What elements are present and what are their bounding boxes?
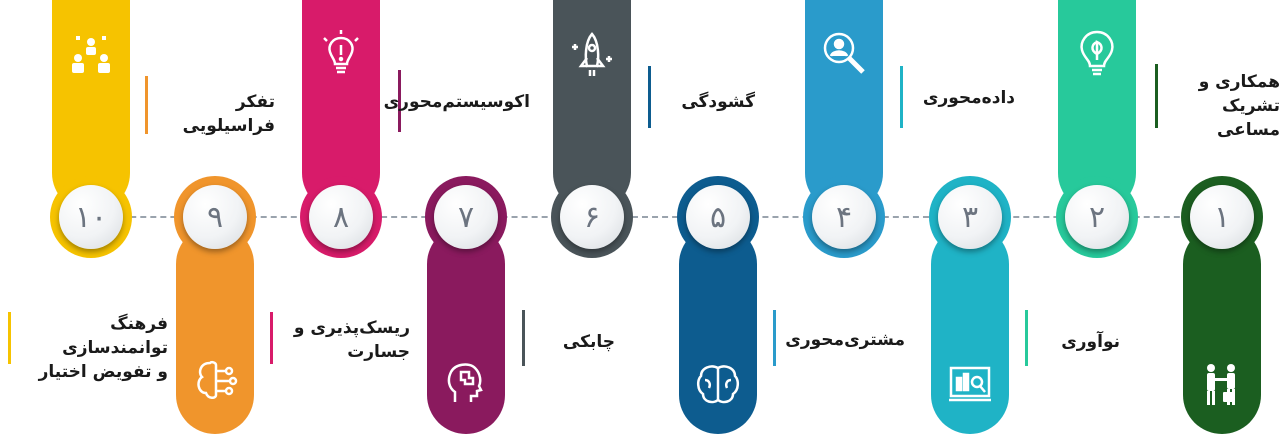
step-2-top-bar	[1155, 64, 1158, 128]
step-8-label-line1: ریسک‌پذیری و	[293, 318, 410, 338]
rocket-icon	[572, 32, 612, 76]
step-8-marker: ۸	[300, 176, 382, 258]
step-10-label-line2: و تفویض اختیار	[38, 362, 168, 382]
step-7-label: اکوسیستم‌محوری	[383, 92, 530, 112]
step-6-marker: ۶	[551, 176, 633, 258]
step-4-label: مشتری‌محوری	[785, 330, 905, 350]
step-7-accent-bar	[522, 310, 525, 366]
timeline-connector	[60, 216, 1230, 218]
brain-icon	[697, 365, 739, 404]
step-9-number: ۹	[183, 185, 247, 249]
step-1-pill	[1183, 225, 1261, 434]
step-2-marker: ۲	[1056, 176, 1138, 258]
step-1-number: ۱	[1190, 185, 1254, 249]
step-1-label-line2: تشریک مساعی	[1216, 96, 1280, 140]
step-6-number: ۶	[560, 185, 624, 249]
step-6-label: چابکی	[562, 332, 615, 352]
head-puzzle-icon	[447, 363, 483, 402]
idea-bulb-icon	[323, 30, 359, 74]
step-9-label: تفکر فراسیلویی	[182, 92, 275, 136]
step-8-number: ۸	[309, 185, 373, 249]
step-8-top-bar	[398, 70, 401, 132]
presentation-icon	[949, 366, 991, 402]
step-8-label: ریسک‌پذیری و جسارت	[280, 316, 410, 364]
step-7-pill	[427, 225, 505, 434]
step-5-accent-bar	[773, 310, 776, 366]
collaboration-icon	[1207, 364, 1235, 405]
step-5-number: ۵	[686, 185, 750, 249]
step-10-label: فرهنگ توانمندسازی و تفویض اختیار	[8, 312, 168, 384]
step-3-accent-bar	[1025, 310, 1028, 366]
step-5-marker: ۵	[677, 176, 759, 258]
step-6-top-bar	[648, 66, 651, 128]
step-3-marker: ۳	[929, 176, 1011, 258]
step-1-label: همکاری و تشریک مساعی	[1162, 70, 1280, 142]
step-1-marker: ۱	[1181, 176, 1263, 258]
step-2-label: نوآوری	[1061, 332, 1120, 352]
step-8-label-line2: جسارت	[347, 342, 410, 362]
step-3-number: ۳	[938, 185, 1002, 249]
step-2-number: ۲	[1065, 185, 1129, 249]
team-icon	[72, 36, 110, 73]
step-5-label: گشودگی	[681, 92, 755, 112]
step-4-number: ۴	[812, 185, 876, 249]
step-10-bottom-bar	[8, 312, 11, 364]
step-1-label-line1: همکاری و	[1198, 72, 1280, 92]
step-3-label: داده‌محوری	[922, 88, 1015, 108]
step-7-number: ۷	[434, 185, 498, 249]
step-10-marker: ۱۰	[50, 176, 132, 258]
step-9-pill	[176, 225, 254, 434]
ai-brain-icon	[197, 360, 238, 399]
step-9-accent-bar	[270, 312, 273, 364]
step-10-number: ۱۰	[59, 185, 123, 249]
step-9-marker: ۹	[174, 176, 256, 258]
user-search-icon	[823, 32, 865, 74]
step-4-top-bar	[900, 66, 903, 128]
step-10-accent-bar	[145, 76, 148, 134]
step-7-marker: ۷	[425, 176, 507, 258]
step-10-label-line1: فرهنگ توانمندسازی	[62, 314, 168, 358]
leaf-bulb-icon	[1080, 30, 1114, 76]
step-4-marker: ۴	[803, 176, 885, 258]
